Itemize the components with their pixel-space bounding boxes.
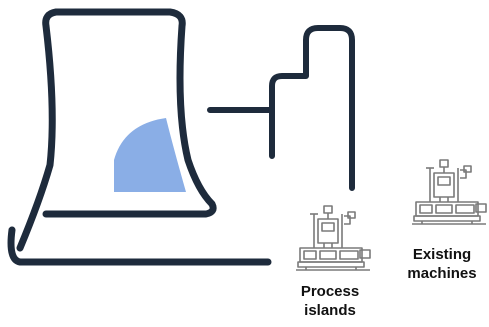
flame-shape [114, 118, 186, 192]
existing-machines-label-line2: machines [392, 264, 489, 283]
ground-line [11, 230, 268, 262]
existing-machines-label-line1: Existing [392, 245, 489, 264]
process-islands-label-line2: islands [284, 301, 376, 320]
process-island-machine-icon [296, 206, 370, 270]
cooling-tower-outline [20, 12, 213, 248]
steam-pipe [210, 28, 352, 188]
process-islands-label-line1: Process [284, 282, 376, 301]
process-islands-label: Process islands [284, 282, 376, 320]
existing-machines-label: Existing machines [392, 245, 489, 283]
existing-machine-icon [412, 160, 486, 224]
